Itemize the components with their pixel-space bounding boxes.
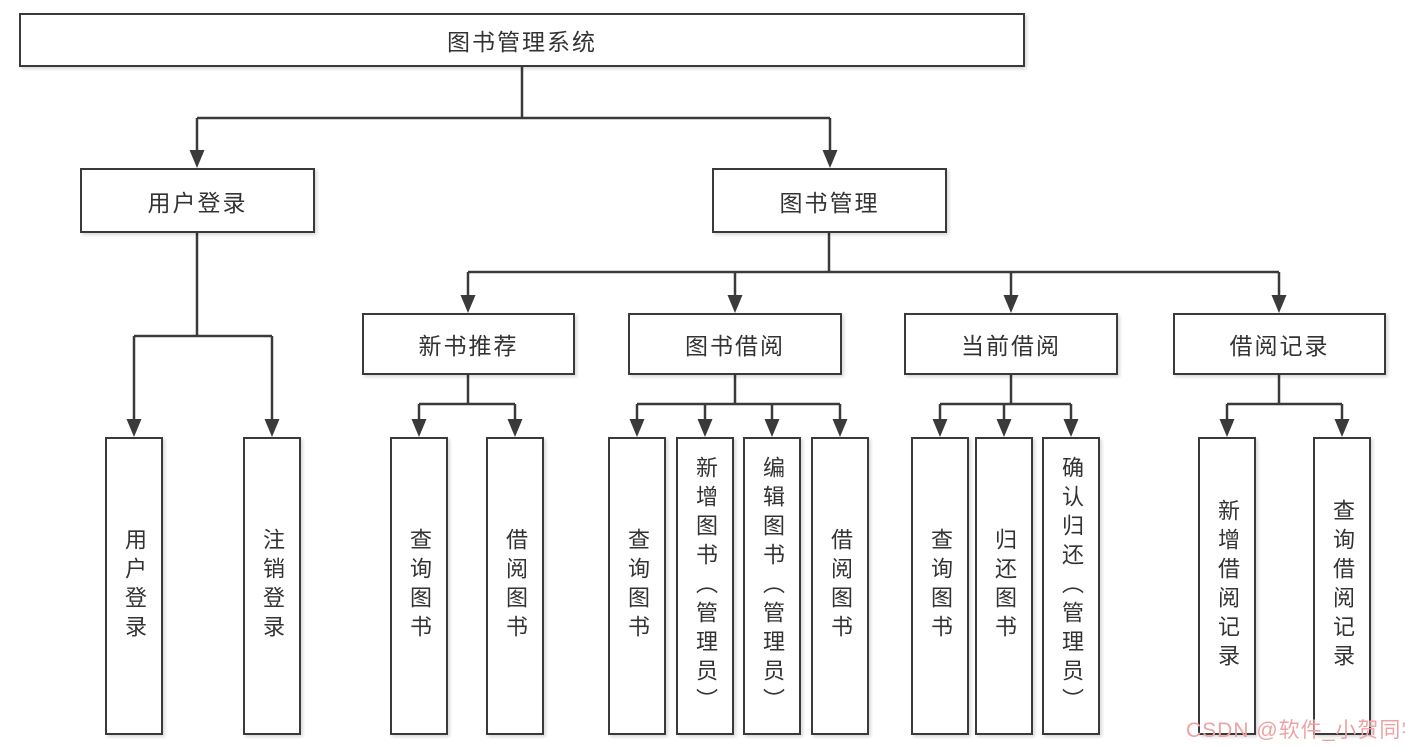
leaf-query-books-borrow: 查询图书 — [608, 437, 666, 735]
connector-user-login-children — [126, 233, 280, 437]
leaf-add-borrow-record: 新增借阅记录 — [1198, 437, 1256, 735]
connector-root-to-level2 — [189, 67, 838, 168]
leaf-label: 借阅图书 — [828, 528, 853, 644]
leaf-label: 查询借阅记录 — [1330, 499, 1355, 673]
node-label: 当前借阅 — [961, 333, 1061, 359]
leaf-label: 借阅图书 — [503, 528, 528, 644]
leaf-logout: 注销登录 — [243, 437, 301, 735]
connector-new-book-children — [411, 375, 523, 437]
leaf-label: 注销登录 — [260, 528, 285, 644]
node-user-login: 用户登录 — [80, 168, 315, 233]
leaf-label: 查询图书 — [407, 528, 432, 644]
leaf-return-book: 归还图书 — [975, 437, 1033, 735]
leaf-label: 新增图书（管理员） — [693, 455, 718, 717]
leaf-label: 查询图书 — [928, 528, 953, 644]
leaf-confirm-return-admin: 确认归还（管理员） — [1042, 437, 1100, 735]
leaf-label: 查询图书 — [625, 528, 650, 644]
leaf-label: 用户登录 — [122, 528, 147, 644]
connector-borrow-records-children — [1219, 375, 1350, 437]
leaf-query-books-current: 查询图书 — [911, 437, 969, 735]
leaf-borrow-books-recommend: 借阅图书 — [486, 437, 544, 735]
connector-book-management-children — [460, 233, 1287, 313]
node-label: 图书管理系统 — [447, 29, 597, 55]
leaf-add-book-admin: 新增图书（管理员） — [676, 437, 734, 735]
connector-current-borrow-children — [932, 375, 1079, 437]
node-label: 图书管理 — [779, 189, 880, 216]
node-book-borrowing: 图书借阅 — [628, 313, 842, 375]
node-label: 用户登录 — [147, 189, 248, 216]
leaf-label: 归还图书 — [992, 528, 1017, 644]
node-borrowing-records: 借阅记录 — [1173, 313, 1386, 375]
node-new-book-recommendation: 新书推荐 — [362, 313, 575, 375]
connector-book-borrow-children — [629, 375, 848, 437]
node-current-borrowing: 当前借阅 — [904, 313, 1118, 375]
node-label: 新书推荐 — [418, 333, 519, 359]
leaf-label: 编辑图书（管理员） — [760, 455, 785, 717]
leaf-query-books-recommend: 查询图书 — [390, 437, 448, 735]
leaf-query-borrow-record: 查询借阅记录 — [1313, 437, 1371, 735]
node-library-management-system: 图书管理系统 — [19, 13, 1025, 67]
leaf-edit-book-admin: 编辑图书（管理员） — [743, 437, 801, 735]
leaf-borrow-books-borrow: 借阅图书 — [811, 437, 869, 735]
leaf-user-login: 用户登录 — [105, 437, 163, 735]
leaf-label: 新增借阅记录 — [1215, 499, 1240, 673]
leaf-label: 确认归还（管理员） — [1059, 455, 1084, 717]
node-label: 借阅记录 — [1229, 333, 1330, 359]
node-book-management: 图书管理 — [712, 168, 947, 233]
watermark: CSDN @软件_小贺同学 — [1186, 719, 1405, 742]
node-label: 图书借阅 — [685, 333, 785, 359]
